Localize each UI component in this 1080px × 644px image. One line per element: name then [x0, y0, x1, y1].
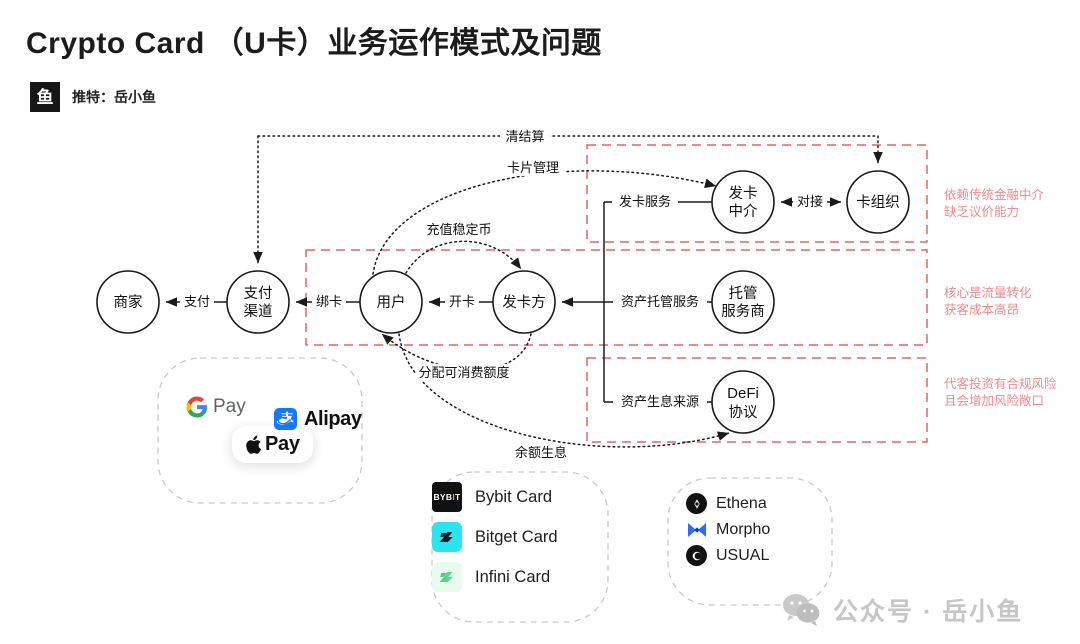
usual-label: USUAL [716, 546, 770, 564]
edge-label-yield-source: 资产生息来源 [621, 394, 699, 409]
watermark: 公众号 · 岳小鱼 [782, 592, 1023, 628]
bitget-card-label: Bitget Card [475, 527, 558, 546]
ethena-glyph [693, 498, 700, 509]
node-defi-protocol[interactable]: DeFi 协议 [711, 370, 775, 434]
note-traditional-line2: 缺乏议价能力 [944, 204, 1019, 219]
node-pay-channel-label-1: 支付 [244, 285, 273, 302]
edge-labels: 支付 绑卡 开卡 发卡服务 对接 资产托管服务 资产生息来源 清结算 卡片管理 … [180, 128, 827, 461]
edge-label-pay: 支付 [184, 294, 210, 309]
node-issuer-label: 发卡方 [502, 294, 546, 311]
alipay-logo: Alipay [274, 406, 362, 432]
node-user-label: 用户 [377, 294, 406, 311]
apple-pay-logo: Pay [232, 426, 313, 463]
node-custodian-label-1: 托管 [729, 285, 758, 302]
bybit-icon: BYBIT [432, 482, 462, 512]
diagram-nodes: 商家 支付 渠道 用户 发卡方 发卡 中介 卡组织 托管 服务商 [96, 170, 910, 434]
edge-label-card-service: 发卡服务 [619, 194, 671, 209]
dotted-edges [253, 135, 883, 448]
byline-text: 推特：岳小鱼 [72, 89, 156, 105]
node-merchant-label: 商家 [114, 294, 143, 311]
list-item[interactable]: Morpho [686, 519, 770, 540]
edge-label-interconnect: 对接 [797, 194, 823, 209]
bitget-icon [432, 522, 462, 552]
node-defi-label-2: 协议 [729, 404, 758, 421]
node-issuer[interactable]: 发卡方 [492, 270, 556, 334]
byline: 鱼 推特：岳小鱼 [30, 82, 156, 112]
morpho-icon [686, 519, 707, 540]
node-user[interactable]: 用户 [359, 270, 423, 334]
cards-cluster-box [431, 471, 609, 623]
infini-glyph [439, 572, 453, 582]
edge-label-card-management: 卡片管理 [507, 160, 559, 175]
alipay-label: Alipay [304, 407, 362, 430]
infini-icon [432, 562, 462, 592]
usual-glyph [692, 551, 701, 560]
morpho-label: Morpho [716, 520, 771, 538]
wechat-icon [783, 594, 820, 626]
node-card-org-label: 卡组织 [856, 194, 900, 211]
alipay-icon [274, 408, 297, 430]
edge-label-bind-card: 绑卡 [316, 294, 342, 309]
ethena-label: Ethena [716, 494, 767, 512]
watermark-text: 公众号 · 岳小鱼 [833, 598, 1024, 626]
google-g-icon [186, 396, 208, 418]
payments-logo-group: Pay Pay Alipay [158, 358, 362, 503]
note-defi-line1: 代客投资有合规风险 [944, 376, 1057, 391]
list-item[interactable]: Bitget Card [432, 522, 558, 552]
note-traditional-line1: 依赖传统金融中介 [944, 187, 1045, 202]
node-pay-channel-label-2: 渠道 [244, 303, 273, 320]
note-core-line1: 核心是流量转化 [944, 285, 1032, 300]
apple-pay-label: Pay [265, 433, 300, 455]
google-pay-label: Pay [213, 396, 246, 417]
list-item[interactable]: Ethena [686, 493, 770, 514]
red-box-traditional [586, 144, 928, 243]
node-custodian-label-2: 服务商 [721, 303, 765, 320]
node-custodian[interactable]: 托管 服务商 [711, 270, 775, 334]
edge-label-custody-service: 资产托管服务 [621, 294, 699, 309]
edge-label-balance-yield: 余额生息 [515, 445, 567, 460]
list-item[interactable]: Infini Card [432, 562, 558, 592]
ethena-icon [686, 493, 707, 514]
infini-card-label: Infini Card [475, 567, 551, 586]
edge-label-clearing: 清结算 [505, 129, 544, 144]
cards-logo-group: BYBIT Bybit Card Bitget Card Infini Card [432, 472, 558, 602]
edge-label-allocate-quota: 分配可消费额度 [418, 365, 509, 380]
node-merchant[interactable]: 商家 [96, 270, 160, 334]
edge-label-topup-stablecoin: 充值稳定币 [426, 222, 491, 237]
usual-icon [686, 545, 707, 566]
node-defi-label-1: DeFi [727, 385, 759, 402]
list-item[interactable]: BYBIT Bybit Card [432, 482, 558, 512]
node-card-agent[interactable]: 发卡 中介 [711, 170, 775, 234]
google-pay-logo: Pay [186, 396, 246, 418]
red-box-defi [586, 357, 928, 443]
payments-cluster-box [157, 357, 363, 504]
logo-cluster-boxes [157, 357, 833, 623]
page-title: Crypto Card （U卡）业务运作模式及问题 [26, 27, 602, 60]
node-card-org[interactable]: 卡组织 [846, 170, 910, 234]
list-item[interactable]: USUAL [686, 545, 770, 566]
note-defi-line2: 且会增加风险敞口 [944, 393, 1044, 408]
defi-logo-group: Ethena Morpho USUAL [686, 488, 770, 571]
defi-cluster-box [667, 477, 833, 606]
author-avatar: 鱼 [30, 82, 60, 112]
note-core-line2: 获客成本高昂 [944, 302, 1019, 317]
apple-icon [246, 435, 262, 454]
node-card-agent-label-2: 中介 [729, 203, 758, 220]
bybit-card-label: Bybit Card [475, 487, 553, 506]
bitget-glyph [439, 532, 453, 542]
node-card-agent-label-1: 发卡 [729, 185, 758, 202]
morpho-glyph [687, 522, 706, 537]
edge-label-open-card: 开卡 [449, 294, 475, 309]
annotation-notes: 依赖传统金融中介 缺乏议价能力 核心是流量转化 获客成本高昂 代客投资有合规风险… [944, 187, 1057, 408]
node-pay-channel[interactable]: 支付 渠道 [226, 270, 290, 334]
